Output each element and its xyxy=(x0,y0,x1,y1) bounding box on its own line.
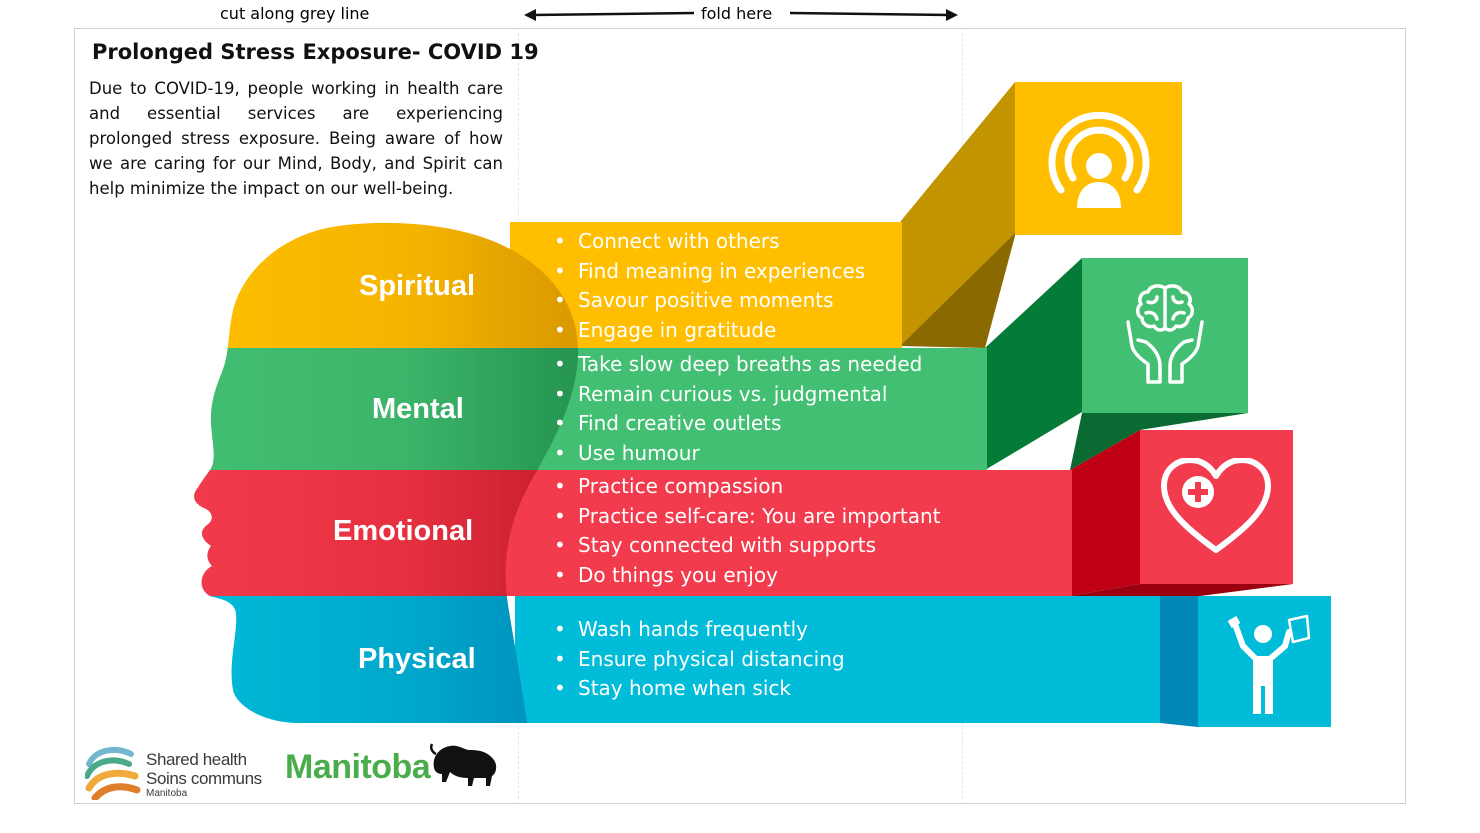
physical-list: Wash hands frequently Ensure physical di… xyxy=(552,615,845,704)
list-item: Practice self-care: You are important xyxy=(552,502,940,532)
list-item: Use humour xyxy=(552,439,922,469)
list-item: Stay home when sick xyxy=(552,674,845,704)
bison-logo-icon xyxy=(429,743,497,786)
list-item: Engage in gratitude xyxy=(552,316,865,346)
shared-health-logo xyxy=(85,746,141,800)
fold-arrow-right xyxy=(789,9,958,21)
list-item: Savour positive moments xyxy=(552,286,865,316)
manitoba-wordmark: Manitoba xyxy=(285,748,431,786)
label-spiritual: Spiritual xyxy=(359,270,476,302)
person-exercise-icon xyxy=(1227,614,1311,714)
list-item: Stay connected with supports xyxy=(552,531,940,561)
shared-health-wordmark: Shared health Soins communs Manitoba xyxy=(146,750,262,800)
shared-health-line-3: Manitoba xyxy=(146,788,188,799)
list-item: Wash hands frequently xyxy=(552,615,845,645)
emotional-list: Practice compassion Practice self-care: … xyxy=(552,472,940,590)
intro-paragraph: Due to COVID-19, people working in healt… xyxy=(89,79,503,198)
person-broadcast-icon xyxy=(1048,111,1150,208)
cut-note: cut along grey line xyxy=(220,4,370,23)
label-mental: Mental xyxy=(372,393,464,425)
shared-health-line-1: Shared health xyxy=(146,750,247,769)
list-item: Connect with others xyxy=(552,227,865,257)
fold-note: fold here xyxy=(701,4,773,23)
list-item: Ensure physical distancing xyxy=(552,645,845,675)
list-item: Practice compassion xyxy=(552,472,940,502)
list-item: Remain curious vs. judgmental xyxy=(552,380,922,410)
page-title: Prolonged Stress Exposure- COVID 19 xyxy=(92,40,539,64)
list-item: Find meaning in experiences xyxy=(552,257,865,287)
mental-list: Take slow deep breaths as needed Remain … xyxy=(552,350,922,468)
fold-arrow-left xyxy=(524,9,695,21)
label-physical: Physical xyxy=(358,643,476,675)
shared-health-line-2: Soins communs xyxy=(146,769,262,788)
label-emotional: Emotional xyxy=(333,515,474,547)
brain-in-hands-icon xyxy=(1126,284,1204,384)
list-item: Take slow deep breaths as needed xyxy=(552,350,922,380)
head-silhouette xyxy=(194,222,579,723)
heart-plus-icon xyxy=(1161,458,1271,553)
cut-frame xyxy=(74,28,1406,804)
list-item: Find creative outlets xyxy=(552,409,922,439)
list-item: Do things you enjoy xyxy=(552,561,940,591)
spiritual-list: Connect with others Find meaning in expe… xyxy=(552,227,865,345)
